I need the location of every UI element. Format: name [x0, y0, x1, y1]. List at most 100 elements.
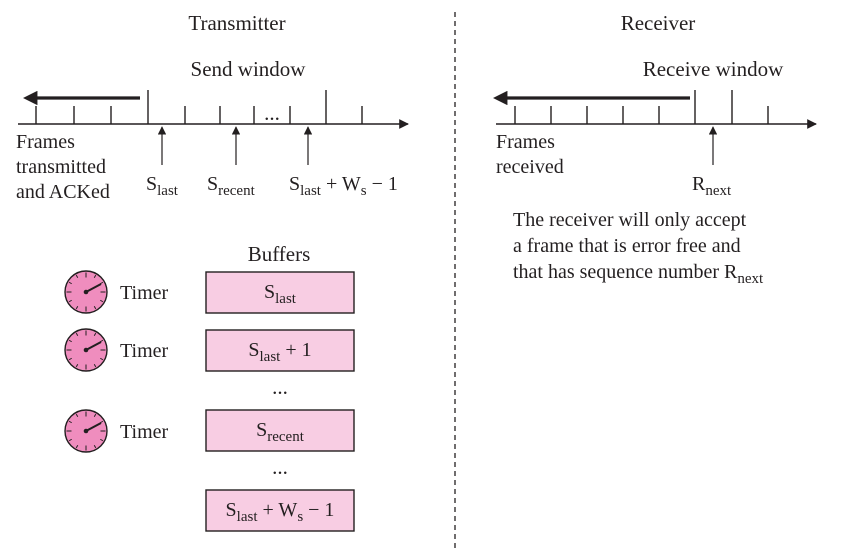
clock-tick: [93, 445, 97, 449]
clock-tick: [68, 438, 72, 442]
send-axis-ticks: [35, 90, 363, 124]
buffer-slot-label: Slast + Ws − 1: [226, 499, 335, 525]
clock-hand: [85, 283, 102, 293]
label-subscript: recent: [267, 429, 304, 445]
receiver-title: Receiver: [621, 11, 696, 35]
acked-label-line: and ACKed: [16, 181, 110, 203]
s-recent-pointer-label: Srecent: [207, 173, 256, 199]
clock-ticks: [66, 411, 106, 451]
receiver-note: The receiver will only accept a frame th…: [513, 209, 764, 287]
label-base: S: [146, 173, 157, 195]
clock-tick: [75, 445, 79, 449]
label-subscript: last: [300, 183, 322, 199]
buffer-slot-label: Slast + 1: [248, 339, 311, 365]
send-window-ellipsis: ...: [264, 101, 280, 125]
label-subscript: next: [705, 183, 732, 199]
buffer-slot: [205, 489, 355, 532]
label-subscript: last: [260, 349, 282, 365]
buffer-slot: [205, 409, 355, 452]
clock-ticks: [66, 330, 106, 370]
timer-row: Timer: [64, 328, 169, 372]
s-last-ws-pointer-label: Slast + Ws − 1: [289, 173, 398, 199]
note-text: that has sequence number R: [513, 261, 738, 283]
timer-row: Timer: [64, 409, 169, 453]
label-tail: − 1: [367, 173, 398, 195]
clock-tick: [68, 281, 72, 285]
clock-tick: [93, 413, 97, 417]
timer-clock-icon: [64, 270, 108, 314]
buffer-slot-label: Srecent: [256, 419, 305, 445]
receiver-note-line: that has sequence number Rnext: [513, 261, 764, 287]
label-subscript: s: [361, 183, 367, 199]
clock-tick: [100, 357, 104, 361]
acked-frames-label: Frames transmitted and ACKed: [16, 131, 110, 203]
transmitter-section: Transmitter Send window ... Frames trans…: [16, 11, 409, 203]
timer-label: Timer: [120, 340, 169, 362]
timer-row: Timer: [64, 270, 169, 314]
note-subscript: next: [737, 271, 764, 287]
label-subscript: last: [157, 183, 179, 199]
buffers-section: Buffers Timer Slast Timer Slast + 1: [64, 242, 355, 532]
clock-hand: [85, 422, 102, 432]
receiver-note-line: a frame that is error free and: [513, 235, 741, 257]
s-last-pointer-label: Slast: [146, 173, 179, 199]
clock-tick: [75, 332, 79, 336]
label-base: S: [289, 173, 300, 195]
timer-clock-icon: [64, 409, 108, 453]
receiver-note-line: The receiver will only accept: [513, 209, 747, 231]
clock-tick: [68, 299, 72, 303]
label-subscript: recent: [218, 183, 255, 199]
clock-tick: [93, 274, 97, 278]
clock-tick: [93, 306, 97, 310]
buffer-slot: [205, 329, 355, 372]
buffer-ellipsis: ...: [272, 375, 288, 399]
receive-window-label: Receive window: [643, 57, 784, 81]
clock-center: [83, 289, 89, 295]
clock-hand: [85, 341, 102, 351]
buffer-ellipsis: ...: [272, 455, 288, 479]
buffer-slot-label: Slast: [264, 281, 297, 307]
clock-tick: [68, 420, 72, 424]
label-base: R: [692, 173, 706, 195]
send-window-label: Send window: [191, 57, 307, 81]
clock-tick: [93, 364, 97, 368]
clock-tick: [68, 357, 72, 361]
received-label-line: Frames: [496, 131, 555, 153]
clock-tick: [100, 438, 104, 442]
timer-label: Timer: [120, 282, 169, 304]
receiver-section: Receiver Receive window Frames received …: [493, 11, 817, 287]
label-subscript: s: [297, 509, 303, 525]
label-tail: + 1: [280, 339, 311, 361]
clock-center: [83, 428, 89, 434]
label-subscript: last: [237, 509, 259, 525]
timer-label: Timer: [120, 421, 169, 443]
label-base: S: [256, 419, 267, 441]
acked-label-line: Frames: [16, 131, 75, 153]
label-base: S: [248, 339, 259, 361]
timer-clock-icon: [64, 328, 108, 372]
r-next-pointer-label: Rnext: [692, 173, 732, 199]
label-subscript: last: [275, 291, 297, 307]
clock-tick: [68, 339, 72, 343]
acked-label-line: transmitted: [16, 156, 106, 178]
label-base: S: [264, 281, 275, 303]
clock-tick: [75, 306, 79, 310]
receive-axis-ticks: [514, 90, 769, 124]
clock-tick: [100, 299, 104, 303]
buffers-title: Buffers: [248, 242, 311, 266]
label-tail: − 1: [303, 499, 334, 521]
received-label-line: received: [496, 156, 564, 178]
label-tail: + W: [321, 173, 361, 195]
label-base: S: [226, 499, 237, 521]
clock-center: [83, 347, 89, 353]
buffer-slot: [205, 271, 355, 314]
received-frames-label: Frames received: [496, 131, 564, 178]
clock-tick: [93, 332, 97, 336]
label-tail: + W: [258, 499, 298, 521]
clock-tick: [75, 413, 79, 417]
clock-tick: [75, 274, 79, 278]
transmitter-title: Transmitter: [188, 11, 285, 35]
label-base: S: [207, 173, 218, 195]
clock-tick: [75, 364, 79, 368]
